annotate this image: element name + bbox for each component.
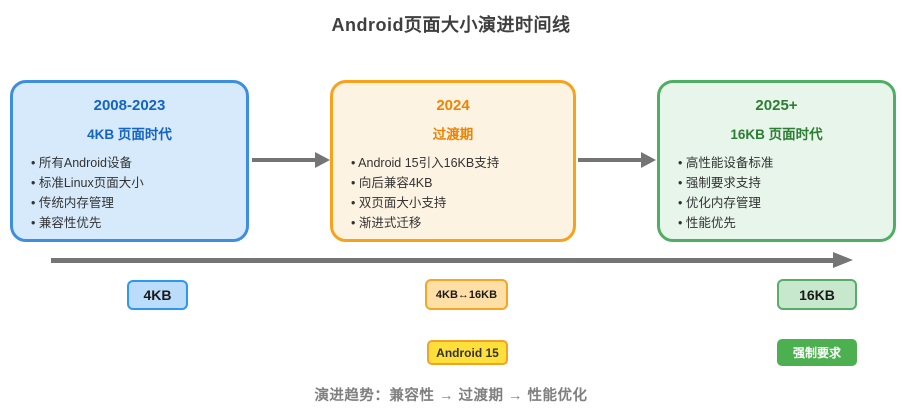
- stage-name: 过渡期: [432, 127, 474, 142]
- bullet-item: 优化内存管理: [678, 193, 893, 213]
- bullet-item: 性能优先: [678, 213, 893, 233]
- bullet-item: Android 15引入16KB支持: [351, 153, 573, 173]
- bullet-item: 兼容性优先: [31, 213, 246, 233]
- timeline-axis: [51, 258, 834, 263]
- stage-period: 2024: [436, 97, 470, 114]
- stage-name: 4KB 页面时代: [87, 127, 172, 142]
- stage-card-16kb-era: 2025+ 16KB 页面时代 高性能设备标准 强制要求支持 优化内存管理 性能…: [657, 80, 896, 242]
- page-title: Android页面大小演进时间线: [331, 15, 571, 35]
- arrow-head-icon: [315, 152, 330, 168]
- bullet-item: 强制要求支持: [678, 173, 893, 193]
- bullet-item: 渐进式迁移: [351, 213, 573, 233]
- stage-card-transition: 2024 过渡期 Android 15引入16KB支持 向后兼容4KB 双页面大…: [330, 80, 576, 242]
- timeline-arrow-head-icon: [833, 252, 853, 268]
- trend-summary: 演进趋势：兼容性 → 过渡期 → 性能优化: [314, 388, 588, 404]
- bullet-item: 标准Linux页面大小: [31, 173, 246, 193]
- arrow-shaft: [252, 158, 317, 162]
- stage-period: 2008-2023: [93, 97, 166, 114]
- bullet-item: 向后兼容4KB: [351, 173, 573, 193]
- stage-bullet-list: 高性能设备标准 强制要求支持 优化内存管理 性能优先: [660, 153, 893, 233]
- bullet-item: 高性能设备标准: [678, 153, 893, 173]
- badge-android-15: Android 15: [427, 340, 508, 365]
- bullet-item: 双页面大小支持: [351, 193, 573, 213]
- bullet-item: 所有Android设备: [31, 153, 246, 173]
- bullet-item: 传统内存管理: [31, 193, 246, 213]
- arrow-shaft: [578, 158, 643, 162]
- arrow-head-icon: [641, 152, 656, 168]
- stage-bullet-list: 所有Android设备 标准Linux页面大小 传统内存管理 兼容性优先: [13, 153, 246, 233]
- badge-4kb: 4KB: [127, 280, 188, 310]
- badge-mandatory-requirement: 强制要求: [777, 339, 857, 366]
- arrow-right-connector: [578, 152, 656, 168]
- arrow-right-connector: [252, 152, 330, 168]
- stage-period: 2025+: [755, 97, 798, 114]
- badge-16kb: 16KB: [777, 279, 857, 310]
- stage-name: 16KB 页面时代: [730, 127, 823, 142]
- stage-bullet-list: Android 15引入16KB支持 向后兼容4KB 双页面大小支持 渐进式迁移: [333, 153, 573, 233]
- stage-card-4kb-era: 2008-2023 4KB 页面时代 所有Android设备 标准Linux页面…: [10, 80, 249, 242]
- badge-4kb-16kb-dual: 4KB↔16KB: [425, 279, 508, 310]
